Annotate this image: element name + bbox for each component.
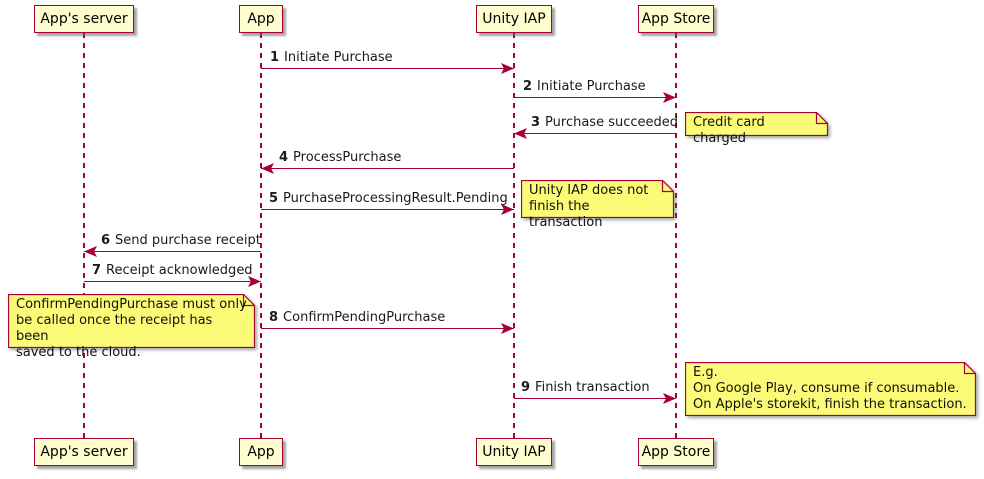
participant-bottom-app: App: [239, 438, 283, 466]
message-8-line: [261, 328, 514, 329]
message-7-arrowhead-icon: [248, 276, 261, 287]
message-8-arrowhead-icon: [501, 323, 514, 334]
message-text: Initiate Purchase: [537, 79, 646, 94]
note-shape: [685, 112, 828, 136]
message-4-line: [261, 168, 514, 169]
message-7-line: [84, 281, 261, 282]
message-3-line: [514, 133, 676, 134]
participant-top-apps-server: App's server: [34, 5, 134, 33]
message-3-arrowhead-icon: [514, 128, 527, 139]
participant-label: App's server: [40, 11, 128, 27]
message-number: 2: [523, 79, 533, 94]
participant-bottom-unity-iap: Unity IAP: [476, 438, 552, 466]
message-7-label: 7 Receipt acknowledged: [92, 263, 253, 278]
message-8-label: 8 ConfirmPendingPurchase: [269, 310, 445, 325]
message-number: 5: [269, 191, 279, 206]
lifeline-app: [260, 33, 262, 438]
message-text: Finish transaction: [535, 380, 650, 395]
message-1-label: 1 Initiate Purchase: [270, 50, 393, 65]
message-text: PurchaseProcessingResult.Pending: [283, 191, 508, 206]
message-1-arrowhead-icon: [501, 63, 514, 74]
message-5-arrowhead-icon: [501, 204, 514, 215]
message-9-arrowhead-icon: [663, 393, 676, 404]
participant-label: App's server: [40, 444, 128, 460]
message-6-line: [84, 251, 261, 252]
message-5-line: [261, 209, 514, 210]
note-shape: [685, 362, 976, 416]
lifeline-apps-server: [83, 33, 85, 438]
note-credit-card-charged: Credit card charged: [685, 112, 828, 146]
note-finish-transaction-examples: E.g. On Google Play, consume if consumab…: [685, 362, 976, 416]
participant-label: App Store: [641, 444, 711, 460]
message-1-line: [261, 68, 514, 69]
note-confirm-pending-purchase: ConfirmPendingPurchase must only be call…: [8, 294, 255, 360]
message-3-label: 3 Purchase succeeded: [531, 115, 678, 130]
message-text: Receipt acknowledged: [106, 263, 253, 278]
message-number: 8: [269, 310, 279, 325]
message-text: ConfirmPendingPurchase: [283, 310, 446, 325]
participant-label: Unity IAP: [482, 444, 546, 460]
message-9-line: [514, 398, 676, 399]
message-text: Initiate Purchase: [284, 50, 393, 65]
message-5-label: 5 PurchaseProcessingResult.Pending: [269, 191, 508, 206]
participant-label: Unity IAP: [482, 11, 546, 27]
participant-bottom-apps-server: App's server: [34, 438, 134, 466]
message-6-arrowhead-icon: [84, 246, 97, 257]
message-number: 1: [270, 50, 280, 65]
message-2-line: [514, 97, 676, 98]
note-text: Credit card charged: [693, 115, 765, 146]
note-text: E.g. On Google Play, consume if consumab…: [693, 365, 967, 412]
message-2-arrowhead-icon: [663, 92, 676, 103]
participant-top-app: App: [239, 5, 283, 33]
lifeline-app-store: [675, 33, 677, 438]
participant-label: App: [247, 444, 275, 460]
message-text: Purchase succeeded: [545, 115, 679, 130]
note-shape: [521, 180, 674, 218]
participant-label: App Store: [641, 11, 711, 27]
message-text: ProcessPurchase: [293, 150, 402, 165]
note-shape: [8, 294, 255, 348]
message-number: 4: [279, 150, 289, 165]
message-4-arrowhead-icon: [261, 163, 274, 174]
message-number: 3: [531, 115, 541, 130]
participant-top-unity-iap: Unity IAP: [476, 5, 552, 33]
lifeline-unity-iap: [513, 33, 515, 438]
message-6-label: 6 Send purchase receipt: [101, 233, 261, 248]
note-text: ConfirmPendingPurchase must only be call…: [16, 297, 247, 360]
note-text: Unity IAP does not finish the transactio…: [529, 183, 649, 230]
message-4-label: 4 ProcessPurchase: [279, 150, 401, 165]
participant-top-app-store: App Store: [638, 5, 714, 33]
message-9-label: 9 Finish transaction: [521, 380, 650, 395]
message-number: 6: [101, 233, 111, 248]
message-number: 7: [92, 263, 102, 278]
message-text: Send purchase receipt: [115, 233, 261, 248]
participant-bottom-app-store: App Store: [638, 438, 714, 466]
note-unity-iap-does-not-finish: Unity IAP does not finish the transactio…: [521, 180, 674, 230]
message-2-label: 2 Initiate Purchase: [523, 79, 646, 94]
participant-label: App: [247, 11, 275, 27]
message-number: 9: [521, 380, 531, 395]
